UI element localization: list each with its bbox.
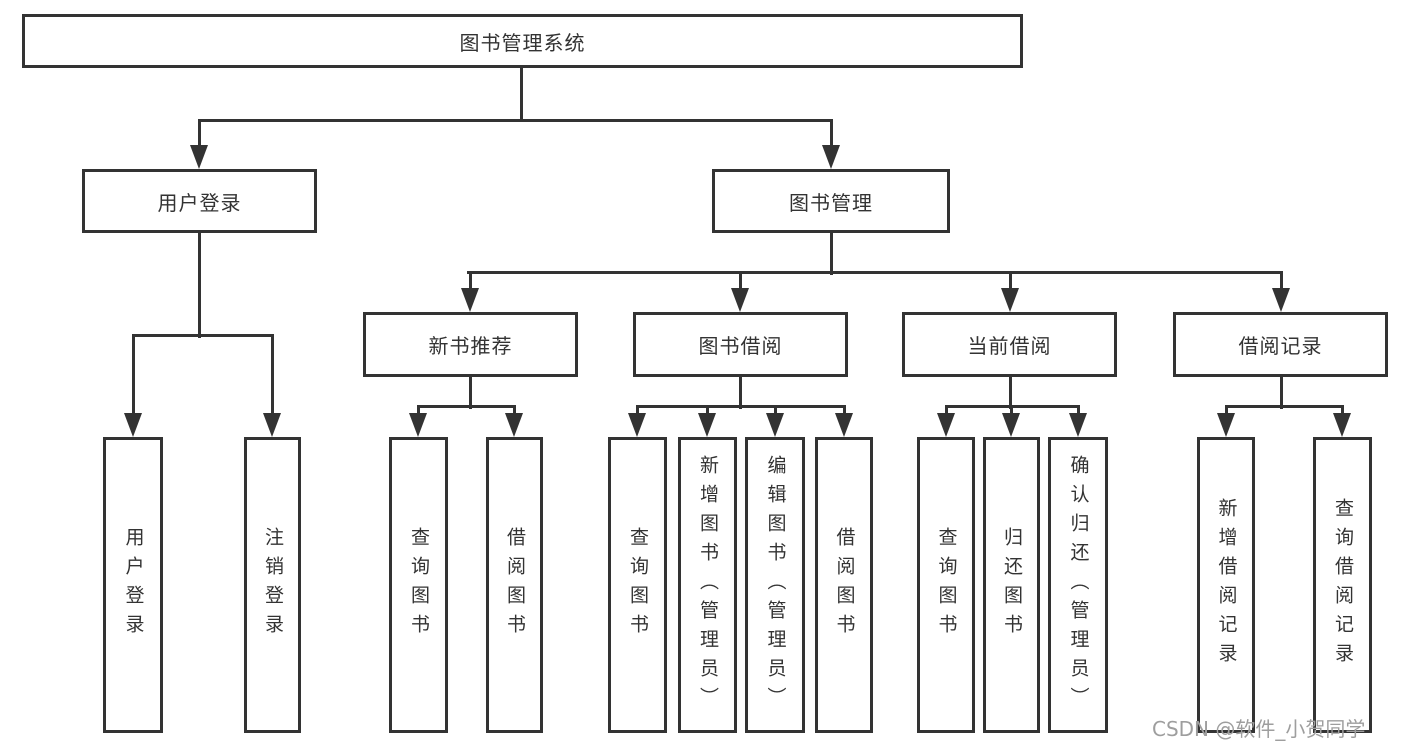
leaf-add-borrow-record: 新增借阅记录 — [1197, 437, 1255, 733]
node-label: 新增图书（管理员） — [697, 454, 719, 716]
connector-line — [1224, 404, 1344, 408]
node-book-borrow: 图书借阅 — [633, 312, 848, 377]
arrowhead-down-icon — [835, 413, 853, 437]
connector-line — [131, 333, 274, 337]
leaf-user-login: 用户登录 — [103, 437, 163, 733]
connector-line — [944, 404, 1080, 408]
connector-line — [829, 120, 833, 152]
node-label: 用户登录 — [122, 527, 145, 643]
connector-line — [416, 404, 516, 408]
arrowhead-down-icon — [937, 413, 955, 437]
node-label: 编辑图书（管理员） — [764, 454, 787, 716]
connector-line — [829, 233, 833, 275]
arrowhead-down-icon — [822, 145, 840, 169]
leaf-add-books-admin: 新增图书（管理员） — [678, 437, 737, 733]
connector-line — [738, 272, 742, 295]
node-library-management-system: 图书管理系统 — [22, 14, 1023, 68]
connector-line — [738, 377, 742, 409]
connector-line — [466, 270, 1283, 274]
leaf-query-books-3: 查询图书 — [917, 437, 975, 733]
arrowhead-down-icon — [124, 413, 142, 437]
arrowhead-down-icon — [409, 413, 427, 437]
node-label: 归还图书 — [1001, 527, 1023, 643]
node-user-login: 用户登录 — [82, 169, 317, 233]
connector-line — [1279, 377, 1283, 409]
leaf-borrow-books-1: 借阅图书 — [486, 437, 543, 733]
leaf-edit-books-admin: 编辑图书（管理员） — [745, 437, 805, 733]
node-current-borrow: 当前借阅 — [902, 312, 1117, 377]
node-label: 用户登录 — [157, 190, 242, 215]
leaf-return-books: 归还图书 — [983, 437, 1040, 733]
node-label: 注销登录 — [262, 527, 284, 643]
node-label: 借阅记录 — [1238, 334, 1323, 358]
node-label: 新书推荐 — [428, 334, 513, 358]
node-label: 确认归还（管理员） — [1067, 454, 1090, 716]
node-label: 查询图书 — [408, 527, 430, 643]
node-label: 当前借阅 — [967, 334, 1052, 358]
connector-line — [1008, 272, 1012, 295]
node-new-book-recommend: 新书推荐 — [363, 312, 578, 377]
node-borrow-records: 借阅记录 — [1173, 312, 1388, 377]
leaf-query-books-2: 查询图书 — [608, 437, 667, 733]
csdn-watermark: CSDN @软件_小贺同学 — [1152, 717, 1366, 741]
leaf-borrow-books-2: 借阅图书 — [815, 437, 873, 733]
connector-line — [197, 118, 833, 122]
arrowhead-down-icon — [505, 413, 523, 437]
node-label: 借阅图书 — [833, 527, 856, 643]
arrowhead-down-icon — [1069, 413, 1087, 437]
arrowhead-down-icon — [731, 288, 749, 312]
connector-line — [1279, 272, 1283, 295]
leaf-confirm-return-admin: 确认归还（管理员） — [1048, 437, 1108, 733]
connector-line — [468, 272, 472, 295]
arrowhead-down-icon — [263, 413, 281, 437]
node-book-management: 图书管理 — [712, 169, 950, 233]
node-label: 新增借阅记录 — [1215, 498, 1238, 672]
leaf-query-books-1: 查询图书 — [389, 437, 448, 733]
arrowhead-down-icon — [1001, 288, 1019, 312]
node-label: 查询借阅记录 — [1332, 498, 1354, 672]
connector-line — [197, 120, 201, 152]
node-label: 图书管理系统 — [459, 30, 586, 55]
arrowhead-down-icon — [766, 413, 784, 437]
node-label: 图书借阅 — [698, 334, 783, 358]
arrowhead-down-icon — [1272, 288, 1290, 312]
connector-line — [197, 233, 201, 338]
connector-line — [635, 404, 846, 408]
leaf-logout: 注销登录 — [244, 437, 301, 733]
leaf-query-borrow-record: 查询借阅记录 — [1313, 437, 1372, 733]
connector-line — [519, 68, 523, 122]
connector-line — [1008, 377, 1012, 409]
arrowhead-down-icon — [1002, 413, 1020, 437]
connector-line — [131, 335, 135, 420]
arrowhead-down-icon — [628, 413, 646, 437]
node-label: 图书管理 — [789, 190, 873, 215]
arrowhead-down-icon — [461, 288, 479, 312]
node-label: 借阅图书 — [504, 527, 526, 643]
arrowhead-down-icon — [1217, 413, 1235, 437]
arrowhead-down-icon — [698, 413, 716, 437]
arrowhead-down-icon — [190, 145, 208, 169]
connector-line — [270, 335, 274, 420]
node-label: 查询图书 — [935, 527, 958, 643]
arrowhead-down-icon — [1333, 413, 1351, 437]
node-label: 查询图书 — [627, 527, 649, 643]
connector-line — [468, 377, 472, 409]
